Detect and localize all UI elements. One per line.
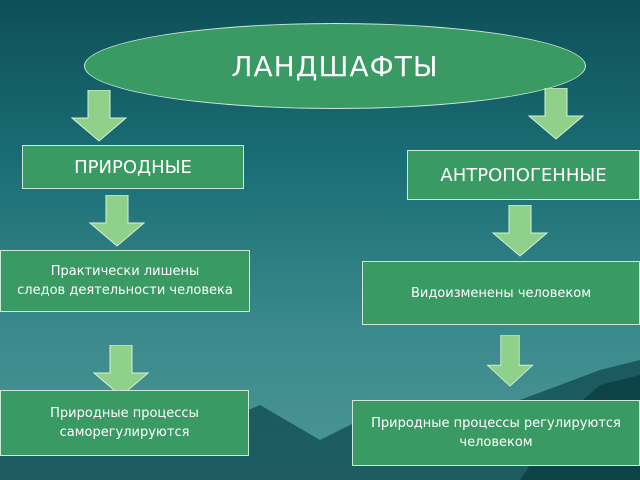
natural-desc1-text: Практически лишены следов деятельности ч…	[17, 264, 233, 298]
arrow-root-to-anthropogenic	[527, 88, 585, 140]
anthropogenic-description-1: Видоизменены человеком	[362, 261, 640, 325]
root-label: ЛАНДШАФТЫ	[231, 49, 439, 83]
arrow-root-to-natural	[70, 90, 128, 142]
landscapes-root-node: ЛАНДШАФТЫ	[84, 23, 586, 109]
arrow-anthropogenic-to-desc1	[491, 205, 549, 257]
natural-description-1: Практически лишены следов деятельности ч…	[0, 250, 250, 312]
natural-title: ПРИРОДНЫЕ	[74, 156, 192, 178]
anthropogenic-description-2: Природные процессы регулируются человеко…	[352, 400, 640, 466]
natural-landscapes-box: ПРИРОДНЫЕ	[22, 145, 244, 189]
anthropogenic-title: АНТРОПОГЕННЫЕ	[440, 164, 607, 186]
anthropogenic-desc2-text: Природные процессы регулируются человеко…	[371, 416, 621, 450]
arrow-natural-to-desc1	[88, 195, 146, 247]
natural-description-2: Природные процессы саморегулируются	[0, 390, 249, 456]
anthropogenic-desc1-text: Видоизменены человеком	[410, 285, 592, 301]
natural-desc2-text: Природные процессы саморегулируются	[50, 406, 199, 440]
anthropogenic-landscapes-box: АНТРОПОГЕННЫЕ	[407, 150, 640, 200]
arrow-anthropogenic-desc1-to-desc2	[481, 335, 539, 387]
arrow-natural-desc1-to-desc2	[92, 345, 150, 397]
